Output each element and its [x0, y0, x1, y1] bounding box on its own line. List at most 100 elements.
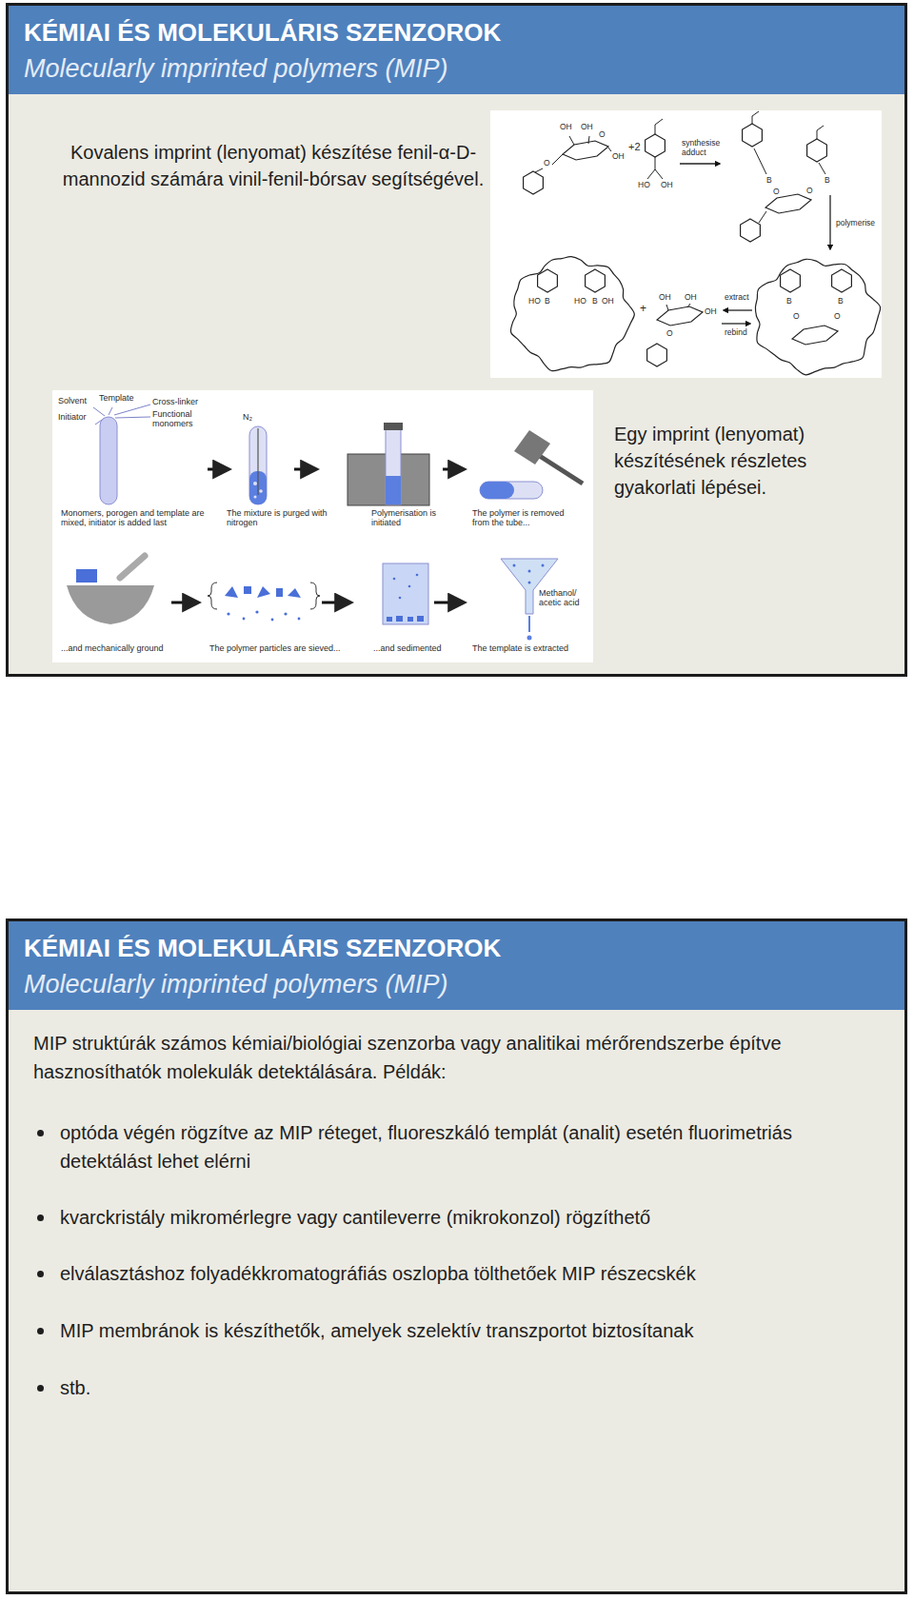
process-steps-part: [249, 426, 267, 505]
label-holder: B: [592, 297, 598, 307]
chemical-label: HO: [574, 297, 587, 307]
label-holder: OH: [658, 293, 672, 303]
label-holder: O: [773, 187, 780, 198]
label-holder: The template is extracted: [472, 643, 569, 654]
header-band: KÉMIAI ÉS MOLEKULÁRIS SZENZOROK Molecular…: [8, 5, 905, 95]
process-steps-part-part: [226, 612, 230, 616]
chemical-label: polymerise: [835, 218, 875, 229]
chemical-label: OH: [660, 180, 674, 191]
process-steps-part: [76, 569, 98, 583]
label-holder: OH: [612, 152, 625, 162]
process-steps-part: [257, 428, 259, 496]
process-steps-part-part: [417, 615, 424, 622]
process-steps-part: [66, 585, 155, 625]
slide-ground-part: [5, 918, 908, 1595]
text-holder: stb.: [59, 1373, 879, 1403]
process-label: Initiator: [58, 412, 87, 422]
text-holder: optóda végén rögzítve az MIP réteget, fl…: [59, 1118, 879, 1176]
process-steps-part-part: [108, 407, 113, 416]
label-holder: HO: [574, 297, 587, 307]
process-label: ...and sedimented: [373, 643, 442, 654]
chemical-label: synthesise adduct: [681, 139, 728, 159]
process-steps-part-part: [283, 612, 287, 616]
slide-title: KÉMIAI ÉS MOLEKULÁRIS SZENZOROK: [23, 17, 501, 48]
process-steps-part-part: [115, 417, 151, 418]
process-steps-part-part: [224, 586, 239, 598]
process-steps-part-part: [407, 616, 414, 622]
process-steps-part-part: [416, 574, 419, 577]
chemistry-scheme-part: [608, 147, 612, 152]
process-steps-part-part: [442, 468, 464, 472]
process-steps-part-part: [396, 615, 403, 622]
label-holder: OH: [704, 307, 717, 318]
process-steps-part-part: [398, 596, 402, 600]
chemistry-scheme-part: [585, 269, 606, 293]
label-holder: Functional monomers: [152, 409, 206, 430]
slide-ground-part: [5, 2, 908, 677]
chemistry-scheme-part: [645, 134, 666, 158]
chemistry-scheme-part: [569, 136, 575, 145]
chemistry-scheme-part: [666, 304, 669, 311]
label-holder: The polymer is removed from the tube...: [472, 508, 581, 529]
label-holder: Solvent: [58, 396, 87, 406]
slide-frame: MIP struktúrák számos kémiai/biológiai s…: [5, 918, 908, 1595]
process-steps-part: [385, 476, 401, 505]
chemical-label: B: [786, 297, 793, 307]
chemical-label: extract: [724, 293, 750, 303]
intro-paragraph: MIP struktúrák számos kémiai/biológiai s…: [33, 1029, 895, 1087]
process-steps-part-part: [298, 617, 301, 621]
label-holder: O: [793, 312, 800, 322]
process-steps-part-part: [243, 586, 252, 595]
chemistry-scheme-part: [523, 171, 544, 195]
process-steps-part-part: [271, 618, 275, 622]
label-holder: ...and sedimented: [373, 643, 442, 654]
chemical-label: +: [639, 302, 647, 317]
chemistry-scheme-part: [754, 148, 767, 175]
process-steps-part: [254, 496, 258, 499]
label-holder: B: [824, 176, 831, 186]
process-label: N₂: [242, 412, 253, 422]
text-holder: MIP membránok is készíthetők, amelyek sz…: [59, 1316, 879, 1346]
process-steps-part: [513, 564, 545, 585]
process-steps-part: [52, 390, 594, 663]
process-steps: [52, 390, 594, 663]
label-holder: extract: [724, 293, 750, 303]
chemistry-scheme-part: [687, 303, 691, 308]
label-holder: OH: [660, 180, 674, 191]
process-steps-part: [119, 556, 145, 578]
process-steps-part-part: [242, 617, 246, 621]
text-holder: kvarckristály mikromérlegre vagy cantile…: [59, 1203, 879, 1232]
process-steps-part-part: [276, 588, 283, 597]
chemical-label: O: [793, 312, 800, 322]
chemical-label: OH: [684, 293, 697, 303]
process-steps-part-part: [114, 404, 151, 416]
label-holder: +: [639, 302, 647, 317]
chemistry-scheme-part: [765, 194, 812, 214]
process-label: Polymerisation is initiated: [371, 508, 456, 529]
chemistry-scheme-part: [535, 168, 543, 173]
label-holder: Initiator: [58, 412, 87, 422]
label-holder: The polymer particles are sieved...: [209, 643, 341, 654]
label-holder: B: [766, 176, 773, 186]
bullet-item: kvarckristály mikromérlegre vagy cantile…: [59, 1203, 879, 1232]
text-holder: KÉMIAI ÉS MOLEKULÁRIS SZENZOROK: [23, 933, 501, 964]
process-steps-part: [385, 428, 401, 505]
process-steps-part-part: [257, 586, 271, 598]
chemistry-scheme-part: [740, 218, 761, 242]
text-holder: Molecularly imprinted polymers (MIP): [23, 968, 449, 1001]
process-steps-part-part: [528, 570, 532, 574]
label-holder: B: [544, 297, 551, 307]
bullet-item: optóda végén rögzítve az MIP réteget, fl…: [59, 1118, 879, 1176]
process-steps-part: [224, 586, 301, 621]
chemical-label: OH: [704, 307, 717, 318]
process-steps-part: [382, 563, 429, 625]
chemistry-scheme-part: [537, 269, 558, 293]
text-holder: Molecularly imprinted polymers (MIP): [23, 52, 449, 85]
chemistry-scheme-part: [721, 322, 751, 324]
process-steps-part: [479, 481, 515, 499]
label-holder: O: [543, 158, 551, 169]
chemical-label: B: [837, 297, 844, 307]
polymer-matrix: [510, 257, 635, 372]
chemistry-scheme-part: [780, 269, 801, 293]
chemistry-scheme-part: [792, 325, 838, 345]
